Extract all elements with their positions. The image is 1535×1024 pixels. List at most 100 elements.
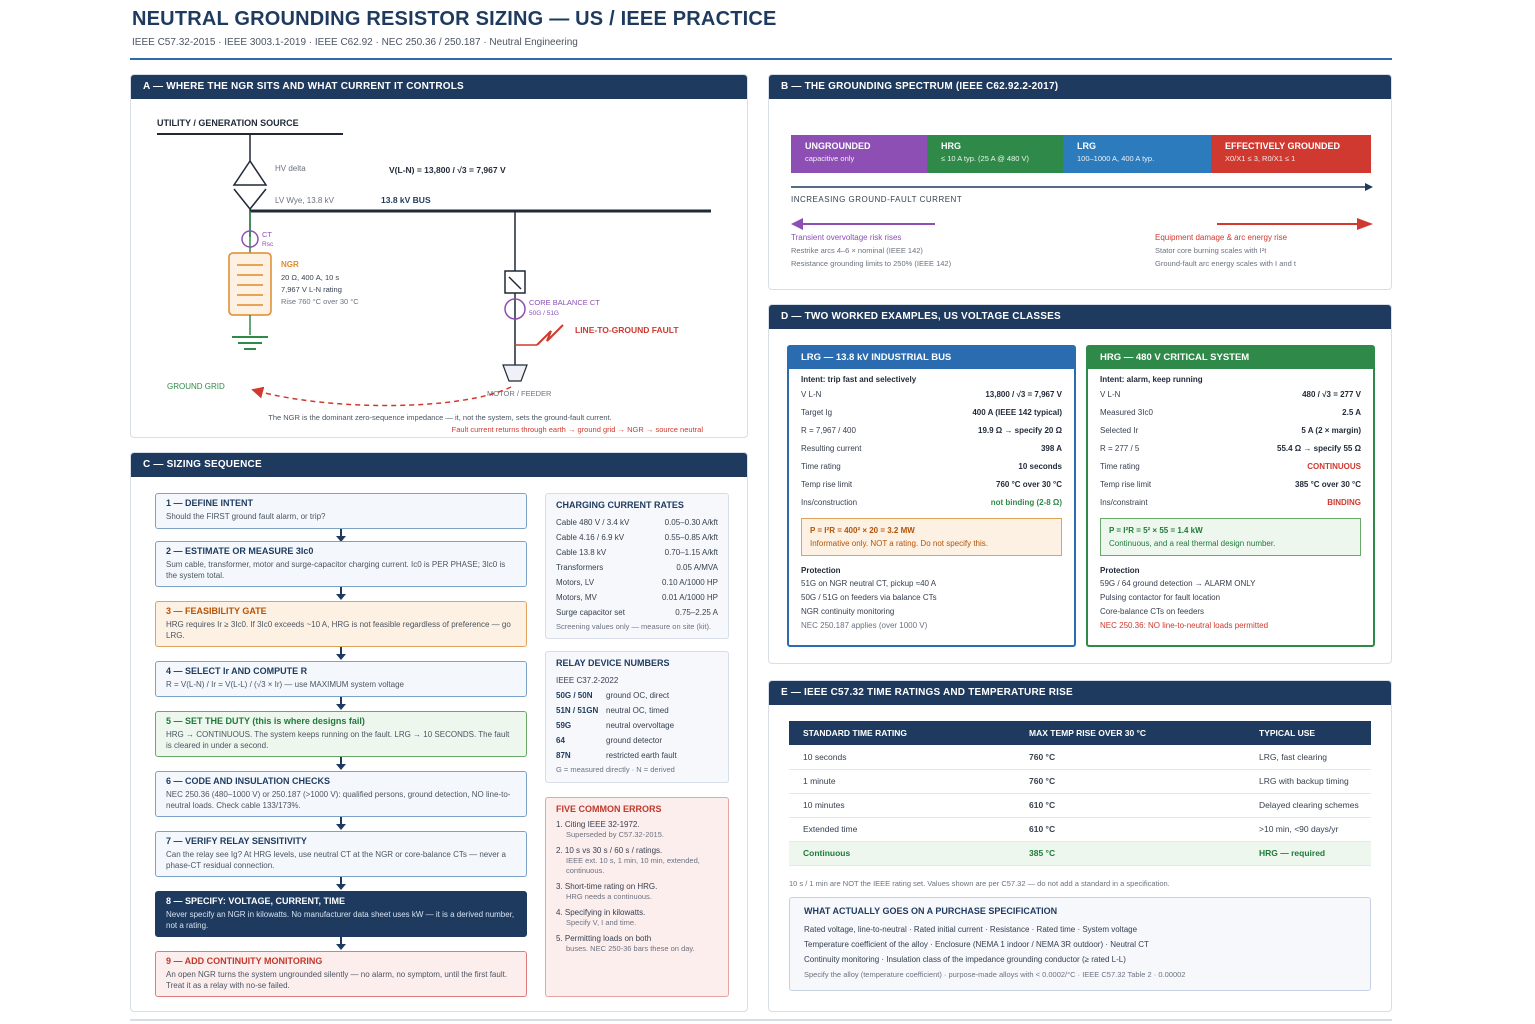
panel-c-errors-title-text: FIVE COMMON ERRORS: [556, 804, 662, 814]
panel-d-hrg-rows-2-v-text: 5 A (2 × margin): [1301, 426, 1361, 435]
panel-c-charging-rows-0-v-text: 0.05–0.30 A/kft: [664, 518, 718, 527]
panel-c-steps-5-desc-text: NEC 250.36 (480–1000 V) or 250.187 (>100…: [166, 790, 511, 810]
panel-c-charging-rows-0-k-text: Cable 480 V / 3.4 kV: [556, 518, 630, 527]
footer-rule: [130, 1019, 1392, 1021]
panel-b-segments-2-name-text: LRG: [1077, 141, 1096, 151]
panel-c-steps-3-desc-text: R = V(L-N) / Ir = V(L-L) / (√3 × Ir) — u…: [166, 680, 404, 689]
panel-c-steps-4-title-text: 5 — SET THE DUTY (this is where designs …: [166, 716, 365, 726]
panel-d-lrg-prot-0-text: 51G on NGR neutral CT, pickup ≈40 A: [801, 579, 937, 588]
panel-d-hrg-rows-4-k-text: Time rating: [1100, 462, 1140, 471]
panel-b-segments-3-desc-text: X0/X1 ≤ 3, R0/X1 ≤ 1: [1225, 154, 1296, 163]
panel-d-hrg-prot-0-text: 59G / 64 ground detection → ALARM ONLY: [1100, 579, 1256, 588]
panel-e-spec-lines-2-text: Continuity monitoring · Insulation class…: [804, 955, 1126, 964]
panel-d-hrg-rows-1-v-text: 2.5 A: [1342, 408, 1361, 417]
panel-c-errors-items-3-t-text: 4. Specifying in kilowatts.: [556, 908, 646, 917]
right-risk-line-2: Ground-fault arc energy scales with I an…: [1155, 259, 1296, 268]
panel-c-steps-3-title-text: 4 — SELECT Ir AND COMPUTE R: [166, 666, 308, 676]
panel-d-lrg-rows-1-v-text: 400 A (IEEE 142 typical): [972, 408, 1062, 417]
flow-connector-arrow: [336, 647, 346, 660]
panel-d-lrg-rows-3-v-text: 398 A: [1040, 444, 1062, 453]
common-errors-box: FIVE COMMON ERRORS 1. Citing IEEE 32-197…: [545, 797, 729, 997]
flow-connector-arrow: [336, 757, 346, 770]
panel-d-hrg-rows-2-k-text: Selected Ir: [1100, 426, 1139, 435]
panel-c-charging-rows-2-v-text: 0.70–1.15 A/kft: [664, 548, 718, 557]
panel-c-steps-8-desc-text: An open NGR turns the system ungrounded …: [166, 970, 508, 990]
panel-b-segments-1-desc-text: ≤ 10 A typ. (25 A @ 480 V): [941, 154, 1030, 163]
panel-c-errors-items-2-t-text: 3. Short-time rating on HRG.: [556, 882, 658, 891]
panel-e-rows-1-2-text: LRG with backup timing: [1245, 769, 1371, 794]
panel-c-errors-items-3-d-text: Specify V, I and time.: [566, 918, 637, 927]
panel-d-hrg-foot-text: NEC 250.36: NO line-to-neutral loads per…: [1100, 621, 1269, 630]
flow-connector-arrow: [336, 697, 346, 710]
panel-d-lrg-rows-1-k-text: Target Ig: [801, 408, 833, 417]
panel-e-rows-4-1-text: 385 °C: [1015, 841, 1245, 866]
panel-e-spec-note-text: Specify the alloy (temperature coefficie…: [804, 970, 1186, 979]
relay-numbers-box: RELAY DEVICE NUMBERS IEEE C37.2-2022 50G…: [545, 651, 729, 783]
panel-c-relays-title-text: RELAY DEVICE NUMBERS: [556, 658, 670, 668]
panel-e-rows-2-0-text: 10 minutes: [789, 793, 1015, 818]
hv-delta-symbol: [232, 159, 268, 186]
panel-d-lrg-rows-0-k-text: V L-N: [801, 390, 822, 399]
segment-lrg: LRG 100–1000 A, 400 A typ.: [1063, 135, 1211, 173]
panel-c-errors-items-1-t-text: 2. 10 s vs 30 s / 60 s / ratings.: [556, 846, 663, 855]
panel-b-segments-0-desc-text: capacitive only: [805, 154, 855, 163]
panel-e-rows-0-0-text: 10 seconds: [789, 745, 1015, 770]
step-6: 6 — CODE AND INSULATION CHECKS NEC 250.36…: [155, 771, 527, 817]
panel-c-charging-rows-3-v-text: 0.05 A/MVA: [676, 563, 718, 572]
panel-d-lrg-rows-5-k-text: Temp rise limit: [801, 480, 853, 489]
panel-a-footer: The NGR is the dominant zero-sequence im…: [268, 413, 612, 422]
neutral-ct: [241, 230, 259, 248]
panel-c-charging-note-text: Screening values only — measure on site …: [556, 622, 712, 631]
panel-b-segments-2-desc-text: 100–1000 A, 400 A typ.: [1077, 154, 1155, 163]
panel-d-lrg-rows-2-v-text: 19.9 Ω → specify 20 Ω: [978, 426, 1062, 435]
panel-c-steps-7-title-text: 8 — SPECIFY: VOLTAGE, CURRENT, TIME: [166, 896, 346, 906]
ngr-rating-1: 20 Ω, 400 A, 10 s: [281, 273, 339, 282]
spectrum-axis-label: INCREASING GROUND-FAULT CURRENT: [791, 195, 963, 204]
panel-c-relays-note-text: G = measured directly · N = derived: [556, 765, 675, 774]
panel-d-lrg-rows-4-k-text: Time rating: [801, 462, 841, 471]
panel-e-spec-lines-0-text: Rated voltage, line-to-neutral · Rated i…: [804, 925, 1138, 934]
ngr-label: NGR: [281, 260, 299, 269]
bus-label: 13.8 kV BUS: [381, 195, 431, 205]
panel-c-steps-1-title-text: 2 — ESTIMATE OR MEASURE 3Ic0: [166, 546, 314, 556]
panel-d-hrg-rows-0-v-text: 480 / √3 = 277 V: [1302, 390, 1361, 399]
panel-c-title: C — SIZING SEQUENCE: [131, 453, 747, 477]
panel-c-steps-2-desc-text: HRG requires Ir ≥ 3Ic0. If 3Ic0 exceeds …: [166, 620, 511, 640]
hrg-example-card: HRG — 480 V CRITICAL SYSTEM Intent: alar…: [1086, 345, 1375, 647]
ngr-rating-2: 7,967 V L-N rating: [281, 285, 342, 294]
panel-c-steps-6-desc-text: Can the relay see Ig? At HRG levels, use…: [166, 850, 507, 870]
panel-d-hrg-rows-4-v-text: CONTINUOUS: [1307, 462, 1361, 471]
panel-c-relays-rows-3-k-text: 64: [556, 736, 565, 745]
panel-d-lrg-rows-4-v-text: 10 seconds: [1018, 462, 1062, 471]
panel-e-rows-3-0-text: Extended time: [789, 817, 1015, 842]
panel-d-hrg-box1-text: P = I²R = 5² × 55 = 1.4 kW: [1109, 526, 1203, 535]
panel-c-steps-8-title-text: 9 — ADD CONTINUITY MONITORING: [166, 956, 323, 966]
panel-e-rows-2-2-text: Delayed clearing schemes: [1245, 793, 1371, 818]
panel-c-errors-items-4-d-text: buses. NEC 250-36 bars these on day.: [566, 944, 695, 953]
panel-c-relays-rows-4-v-text: restricted earth fault: [606, 751, 677, 760]
ct-label: CT: [262, 230, 272, 239]
motor-load-symbol: [502, 364, 528, 382]
panel-c-relays-rows-2-k-text: 59G: [556, 721, 572, 730]
panel-c-errors-items-1-d-text: IEEE ext. 10 s, 1 min, 10 min, extended,…: [566, 856, 700, 875]
panel-c-steps-5-title-text: 6 — CODE AND INSULATION CHECKS: [166, 776, 331, 786]
cbct-label: CORE BALANCE CT: [529, 298, 600, 307]
left-risk-line-1: Restrike arcs 4–6 × nominal (IEEE 142): [791, 246, 923, 255]
panel-d-hrg-prot-1-text: Pulsing contactor for fault location: [1100, 593, 1221, 602]
source-label: UTILITY / GENERATION SOURCE: [157, 118, 299, 128]
header-rule: [130, 58, 1392, 60]
panel-d-lrg-rows-2-k-text: R = 7,967 / 400: [801, 426, 856, 435]
feeder-label: MOTOR / FEEDER: [487, 389, 552, 398]
panel-d-hrg-rows-6-v-text: BINDING: [1327, 498, 1361, 507]
panel-c-charging-rows-5-k-text: Motors, MV: [556, 593, 597, 602]
ngr-circuit-diagram: UTILITY / GENERATION SOURCE HV delta LV …: [157, 118, 711, 434]
panel-c-relays-rows-2-v-text: neutral overvoltage: [606, 721, 675, 730]
table-note: 10 s / 1 min are NOT the IEEE rating set…: [789, 879, 1170, 888]
